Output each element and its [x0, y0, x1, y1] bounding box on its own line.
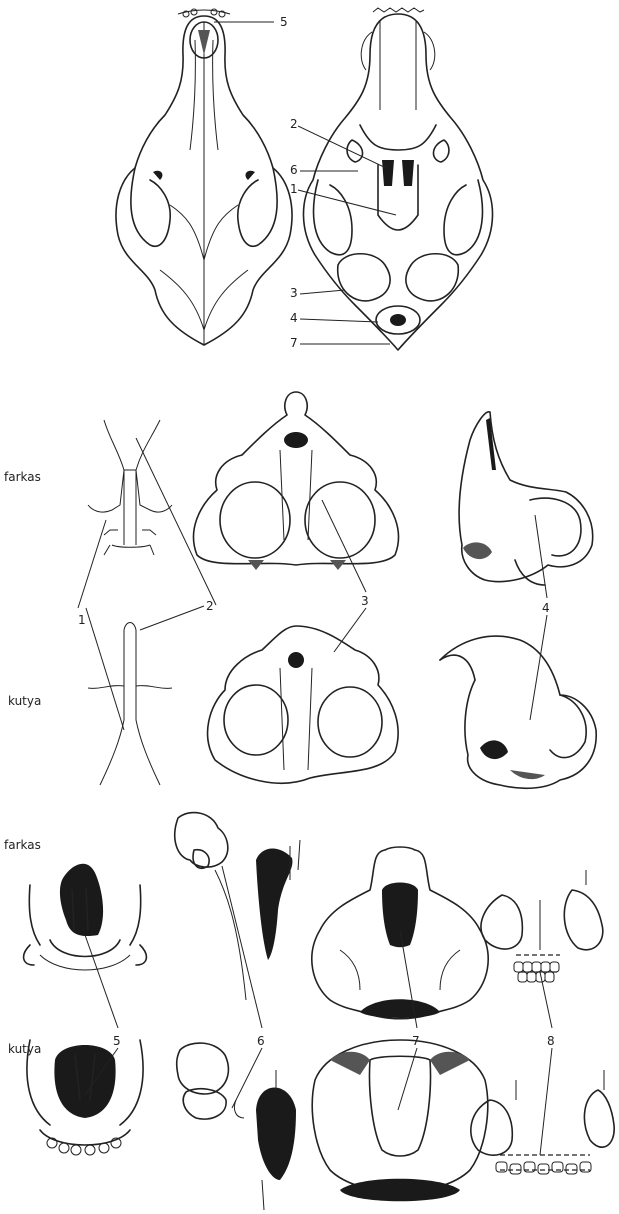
label-number-4-top: 4	[290, 311, 298, 325]
palate-dog	[312, 1040, 487, 1201]
label-number-1-middle: 1	[78, 613, 86, 627]
label-number-1-top: 1	[290, 182, 298, 196]
occipital-view-wolf	[194, 392, 399, 570]
incisors-wolf	[24, 864, 147, 970]
label-number-6-bottom: 6	[257, 1034, 265, 1048]
skull-ventral-view	[303, 8, 492, 350]
incisors-dog	[27, 1040, 143, 1155]
label-farkas-middle: farkas	[4, 470, 41, 484]
lateral-view-dog	[440, 636, 596, 788]
top-callouts: 5 2 6 1 3 4 7	[214, 15, 396, 350]
label-number-2-middle: 2	[206, 599, 214, 613]
label-number-2-top: 2	[290, 117, 298, 131]
label-number-5-bottom: 5	[113, 1034, 121, 1048]
label-number-4-middle: 4	[542, 601, 550, 615]
tympanic-bulla-wolf	[175, 813, 300, 1000]
occipital-view-dog	[208, 626, 399, 783]
tooth-row-dog	[471, 1070, 614, 1174]
nasal-bones-dog	[88, 623, 172, 786]
lateral-view-wolf	[459, 412, 593, 585]
label-number-3-top: 3	[290, 286, 298, 300]
label-kutya-middle: kutya	[8, 694, 41, 708]
skull-dorsal-view	[116, 9, 292, 345]
label-number-7-top: 7	[290, 336, 298, 350]
bottom-callouts: 5 6 7 8	[85, 866, 555, 1155]
tooth-row-wolf	[481, 870, 603, 982]
label-kutya-bottom: kutya	[8, 1042, 41, 1056]
label-number-8-bottom: 8	[547, 1034, 555, 1048]
label-farkas-bottom: farkas	[4, 838, 41, 852]
label-number-3-middle: 3	[361, 594, 369, 608]
label-number-5-top: 5	[280, 15, 288, 29]
label-number-6-top: 6	[290, 163, 298, 177]
tympanic-bulla-dog	[177, 1043, 296, 1210]
label-number-7-bottom: 7	[412, 1034, 420, 1048]
